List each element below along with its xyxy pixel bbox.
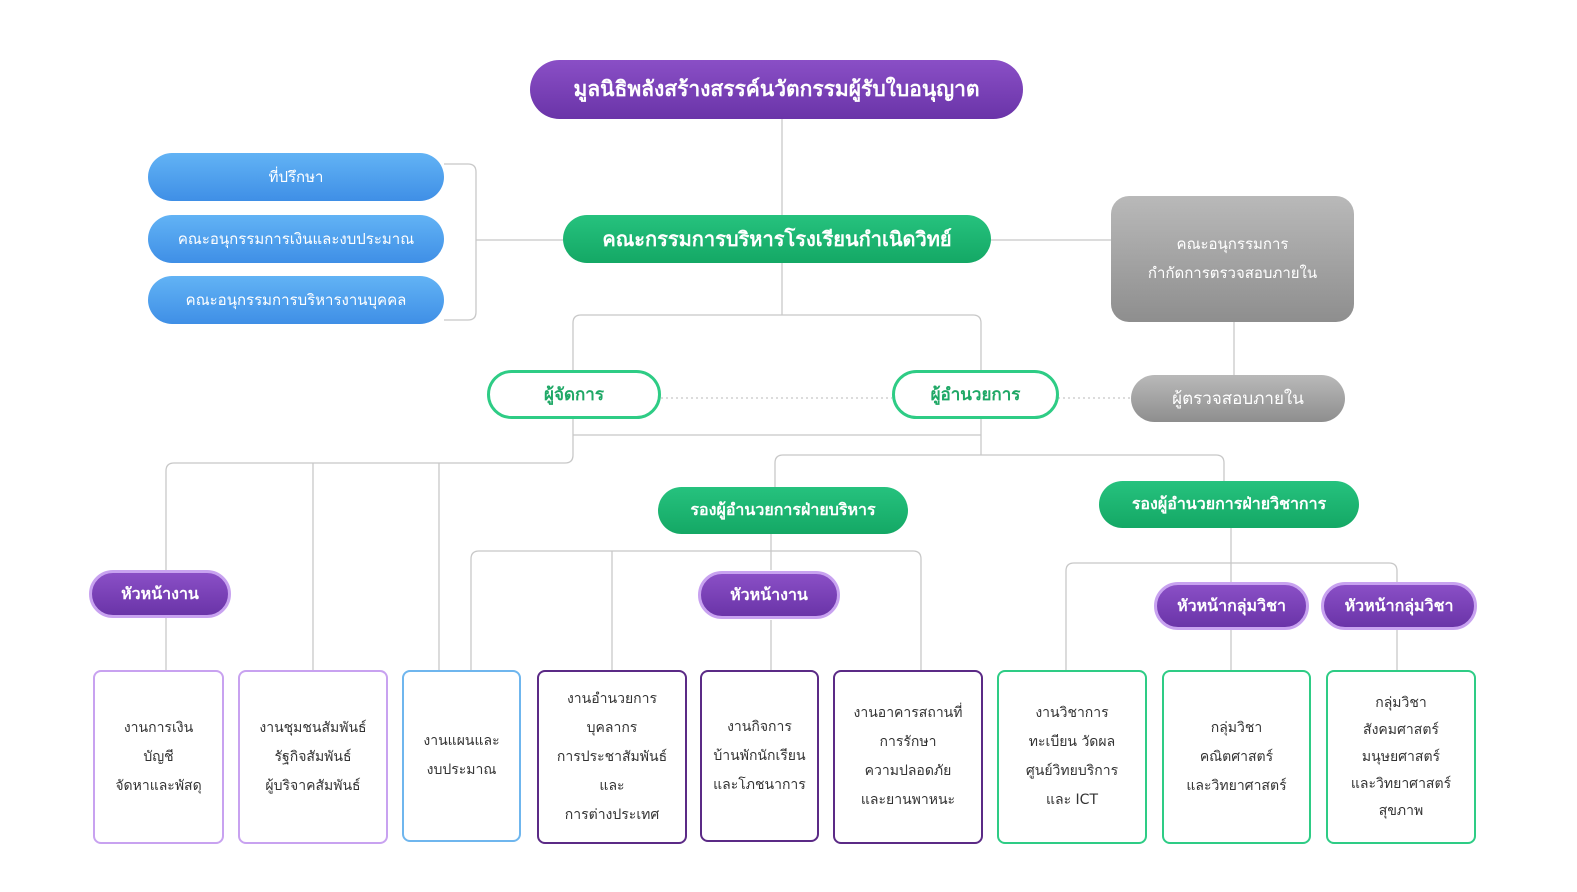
unit-facilities-line-4: และยานพาหนะ bbox=[860, 792, 956, 808]
connector-deputy-academic-bus bbox=[1065, 562, 1398, 670]
unit-social-line-4: และวิทยาศาสตร์ bbox=[1350, 775, 1452, 792]
unit-admin-line-4: และ bbox=[599, 777, 625, 794]
manager-label: ผู้จัดการ bbox=[544, 385, 604, 405]
deputy-admin-node: รองผู้อำนวยการฝ่ายบริหาร bbox=[658, 487, 908, 534]
unit-social-line-5: สุขภาพ bbox=[1378, 802, 1424, 819]
unit-planning-line-1: งานแผนและ bbox=[423, 733, 500, 749]
advisor-label: ที่ปรึกษา bbox=[268, 168, 324, 186]
connector-manager-down bbox=[165, 418, 574, 570]
unit-academic-affairs: งานวิชาการ ทะเบียน วัดผล ศูนย์วิทยบริการ… bbox=[997, 670, 1147, 844]
unit-math-science: กลุ่มวิชา คณิตศาสตร์ และวิทยาศาสตร์ bbox=[1162, 670, 1311, 844]
unit-math-line-1: กลุ่มวิชา bbox=[1210, 719, 1263, 736]
unit-social-line-2: สังคมศาสตร์ bbox=[1363, 721, 1439, 738]
head-subject-1-label: หัวหน้ากลุ่มวิชา bbox=[1177, 595, 1286, 615]
unit-student-line-2: บ้านพักนักเรียน bbox=[713, 747, 806, 764]
unit-community-line-3: ผู้บริจาคสัมพันธ์ bbox=[265, 777, 361, 794]
foundation-label: มูลนิธิพลังสร้างสรรค์นวัตกรรมผู้รับใบอนุ… bbox=[573, 77, 980, 101]
manager-node: ผู้จัดการ bbox=[487, 370, 661, 419]
connector-director-deputies bbox=[774, 454, 1225, 487]
unit-facilities-line-1: งานอาคารสถานที่ bbox=[853, 705, 963, 721]
unit-administration-personnel: งานอำนวยการ บุคลากร การประชาสัมพันธ์ และ… bbox=[537, 670, 687, 844]
director-node: ผู้อำนวยการ bbox=[892, 370, 1059, 419]
unit-community-line-1: งานชุมชนสัมพันธ์ bbox=[259, 719, 367, 736]
board-node: คณะกรรมการบริหารโรงเรียนกำเนิดวิทย์ bbox=[563, 215, 991, 263]
unit-admin-line-2: บุคลากร bbox=[586, 719, 638, 736]
personnel-subcommittee-label: คณะอนุกรรมการบริหารงานบุคคล bbox=[185, 291, 407, 309]
finance-subcommittee-label: คณะอนุกรรมการเงินและงบประมาณ bbox=[177, 230, 415, 248]
unit-admin-line-3: การประชาสัมพันธ์ bbox=[556, 748, 668, 765]
unit-community-line-2: รัฐกิจสัมพันธ์ bbox=[274, 748, 352, 765]
unit-admin-line-1: งานอำนวยการ bbox=[566, 690, 657, 707]
unit-academic-line-1: งานวิชาการ bbox=[1035, 705, 1109, 721]
audit-committee-node: คณะอนุกรรมการ กำกัดการตรวจสอบภายใน bbox=[1111, 196, 1354, 322]
head-work-mid-label: หัวหน้างาน bbox=[730, 584, 808, 604]
unit-finance-line-2: บัญชี bbox=[143, 748, 174, 765]
board-label: คณะกรรมการบริหารโรงเรียนกำเนิดวิทย์ bbox=[602, 227, 952, 251]
internal-auditor-label: ผู้ตรวจสอบภายใน bbox=[1172, 389, 1304, 409]
deputy-admin-label: รองผู้อำนวยการฝ่ายบริหาร bbox=[690, 500, 876, 519]
unit-planning-line-2: งบประมาณ bbox=[426, 762, 497, 778]
head-subject-1-node: หัวหน้ากลุ่มวิชา bbox=[1154, 582, 1309, 630]
head-work-left-label: หัวหน้างาน bbox=[121, 583, 199, 603]
unit-social-humanities-health: กลุ่มวิชา สังคมศาสตร์ มนุษยศาสตร์ และวิท… bbox=[1326, 670, 1476, 844]
unit-finance-line-1: งานการเงิน bbox=[123, 719, 194, 736]
unit-social-line-3: มนุษยศาสตร์ bbox=[1361, 748, 1441, 765]
unit-planning-budget: งานแผนและ งบประมาณ bbox=[402, 670, 521, 842]
foundation-node: มูลนิธิพลังสร้างสรรค์นวัตกรรมผู้รับใบอนุ… bbox=[530, 60, 1023, 119]
connector-left-panel-bracket bbox=[444, 163, 477, 321]
deputy-academic-node: รองผู้อำนวยการฝ่ายวิชาการ bbox=[1099, 481, 1359, 528]
unit-facilities-line-3: ความปลอดภัย bbox=[864, 763, 952, 779]
head-work-left-node: หัวหน้างาน bbox=[89, 570, 231, 618]
unit-finance-line-3: จัดหาและพัสดุ bbox=[115, 777, 202, 794]
unit-math-line-2: คณิตศาสตร์ bbox=[1199, 748, 1274, 765]
unit-academic-line-2: ทะเบียน วัดผล bbox=[1028, 734, 1116, 750]
unit-social-line-1: กลุ่มวิชา bbox=[1375, 694, 1427, 711]
unit-admin-line-5: การต่างประเทศ bbox=[564, 806, 660, 823]
advisor-node: ที่ปรึกษา bbox=[148, 153, 444, 201]
director-label: ผู้อำนวยการ bbox=[930, 385, 1021, 405]
unit-student-affairs: งานกิจการ บ้านพักนักเรียน และโภชนาการ bbox=[700, 670, 819, 842]
unit-math-line-3: และวิทยาศาสตร์ bbox=[1186, 777, 1287, 794]
personnel-subcommittee-node: คณะอนุกรรมการบริหารงานบุคคล bbox=[148, 276, 444, 324]
unit-student-line-1: งานกิจการ bbox=[727, 718, 792, 735]
unit-finance: งานการเงิน บัญชี จัดหาและพัสดุ bbox=[93, 670, 224, 844]
unit-student-line-3: และโภชนาการ bbox=[713, 776, 806, 793]
unit-facilities-line-2: การรักษา bbox=[879, 734, 937, 750]
deputy-academic-label: รองผู้อำนวยการฝ่ายวิชาการ bbox=[1131, 494, 1327, 513]
head-subject-2-label: หัวหน้ากลุ่มวิชา bbox=[1344, 595, 1454, 615]
unit-community-relations: งานชุมชนสัมพันธ์ รัฐกิจสัมพันธ์ ผู้บริจา… bbox=[238, 670, 388, 844]
unit-academic-line-4: และ ICT bbox=[1045, 792, 1099, 808]
audit-committee-line-2: กำกัดการตรวจสอบภายใน bbox=[1147, 264, 1318, 282]
unit-facilities-safety: งานอาคารสถานที่ การรักษา ความปลอดภัย และ… bbox=[833, 670, 983, 844]
head-subject-2-node: หัวหน้ากลุ่มวิชา bbox=[1321, 582, 1477, 630]
head-work-mid-node: หัวหน้างาน bbox=[698, 571, 840, 619]
finance-subcommittee-node: คณะอนุกรรมการเงินและงบประมาณ bbox=[148, 215, 444, 263]
audit-committee-line-1: คณะอนุกรรมการ bbox=[1176, 235, 1289, 253]
connector-board-manager-director bbox=[572, 314, 982, 370]
unit-academic-line-3: ศูนย์วิทยบริการ bbox=[1025, 763, 1119, 779]
connector-deputy-admin-bus bbox=[470, 550, 922, 670]
internal-auditor-node: ผู้ตรวจสอบภายใน bbox=[1131, 375, 1345, 422]
